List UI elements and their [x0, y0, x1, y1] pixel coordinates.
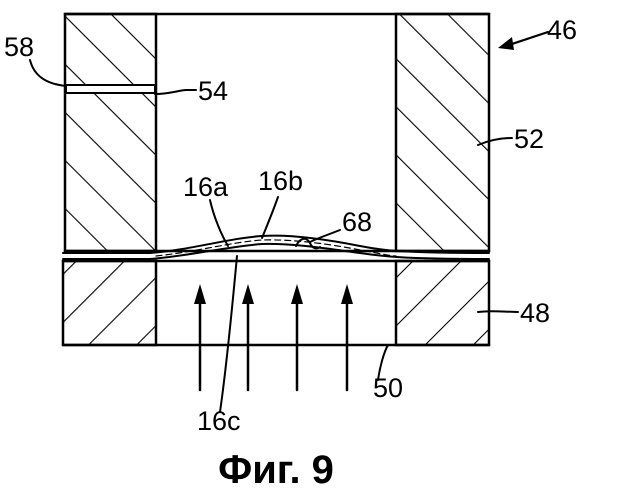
- lower-die-right-block: [396, 261, 489, 345]
- pressure-arrows: [194, 284, 353, 390]
- label-68: 68: [342, 207, 372, 237]
- pressure-arrow: [242, 284, 254, 390]
- arrow-46-head: [498, 37, 514, 50]
- label-48: 48: [520, 298, 550, 328]
- pressure-arrow: [291, 284, 303, 390]
- label-52: 52: [514, 124, 544, 154]
- lower-die: [63, 261, 489, 345]
- label-16c: 16c: [197, 406, 241, 436]
- label-50: 50: [373, 373, 403, 403]
- label-54: 54: [198, 76, 228, 106]
- label-16b: 16b: [258, 166, 303, 196]
- vent-passage: [66, 85, 155, 93]
- pressure-arrow: [194, 284, 206, 390]
- upper-die: [65, 14, 489, 251]
- upper-die-right-block: [396, 14, 489, 251]
- lower-die-left-block: [63, 261, 156, 345]
- label-58: 58: [4, 32, 34, 62]
- figure-caption: Фиг. 9: [218, 448, 334, 492]
- pressure-arrow: [341, 284, 353, 390]
- label-16a: 16a: [183, 172, 229, 202]
- upper-die-left-block: [65, 14, 156, 251]
- label-46: 46: [547, 15, 577, 45]
